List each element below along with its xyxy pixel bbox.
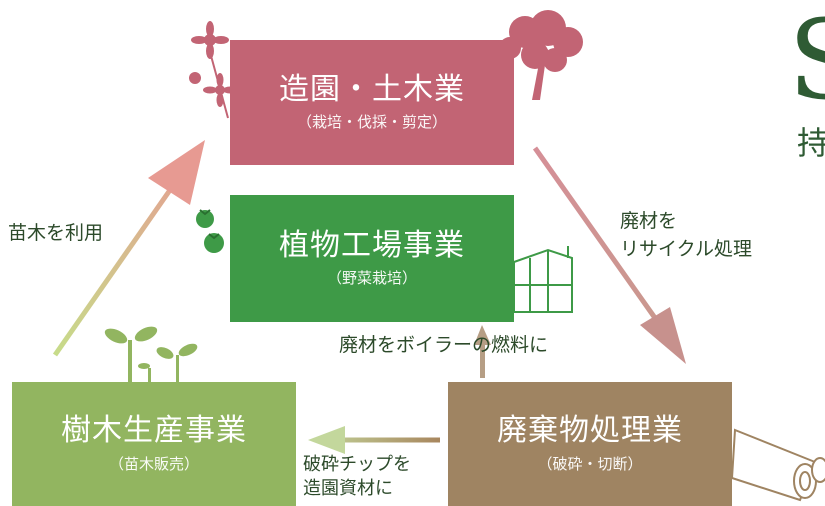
box-subtitle: （野菜栽培）: [326, 269, 417, 288]
label-chips-line2: 造園資材に: [303, 478, 393, 500]
label-seedlings: 苗木を利用: [8, 222, 104, 244]
label-recycle-line1: 廃材を: [620, 210, 678, 232]
box-subtitle: （破砕・切断）: [537, 454, 643, 473]
arrow-seedlings: [52, 140, 205, 357]
flower-icon: [189, 21, 237, 119]
box-subtitle: （栽培・伐採・剪定）: [296, 113, 447, 132]
log-icon: [730, 428, 825, 502]
tomato-icon: [196, 209, 224, 253]
box-title: 植物工場事業: [279, 227, 465, 263]
label-chips: 破砕チップを 造園資材に: [303, 453, 411, 502]
edge-subtitle: 持: [797, 124, 825, 162]
edge-title: S: [788, 5, 825, 115]
label-chips-line1: 破砕チップを: [303, 454, 411, 475]
box-landscaping: 造園・土木業 （栽培・伐採・剪定）: [230, 40, 514, 165]
box-plant-factory: 植物工場事業 （野菜栽培）: [230, 195, 514, 322]
box-title: 樹木生産事業: [61, 413, 247, 449]
label-recycle-line2: リサイクル処理: [620, 237, 753, 260]
arrow-boiler: [474, 325, 491, 378]
sprout-icon: [104, 326, 198, 382]
arrow-recycle: [532, 146, 686, 364]
label-boiler: 廃材をボイラーの燃料に: [339, 334, 549, 356]
box-title: 廃棄物処理業: [497, 413, 683, 449]
box-tree-production: 樹木生産事業 （苗木販売）: [12, 382, 296, 506]
label-recycle: 廃材を リサイクル処理: [620, 208, 752, 263]
greenhouse-icon: [513, 246, 573, 313]
arrow-chips: [308, 426, 440, 454]
box-subtitle: （苗木販売）: [108, 454, 199, 473]
box-title: 造園・土木業: [279, 71, 465, 107]
box-waste: 廃棄物処理業 （破砕・切断）: [448, 382, 732, 506]
